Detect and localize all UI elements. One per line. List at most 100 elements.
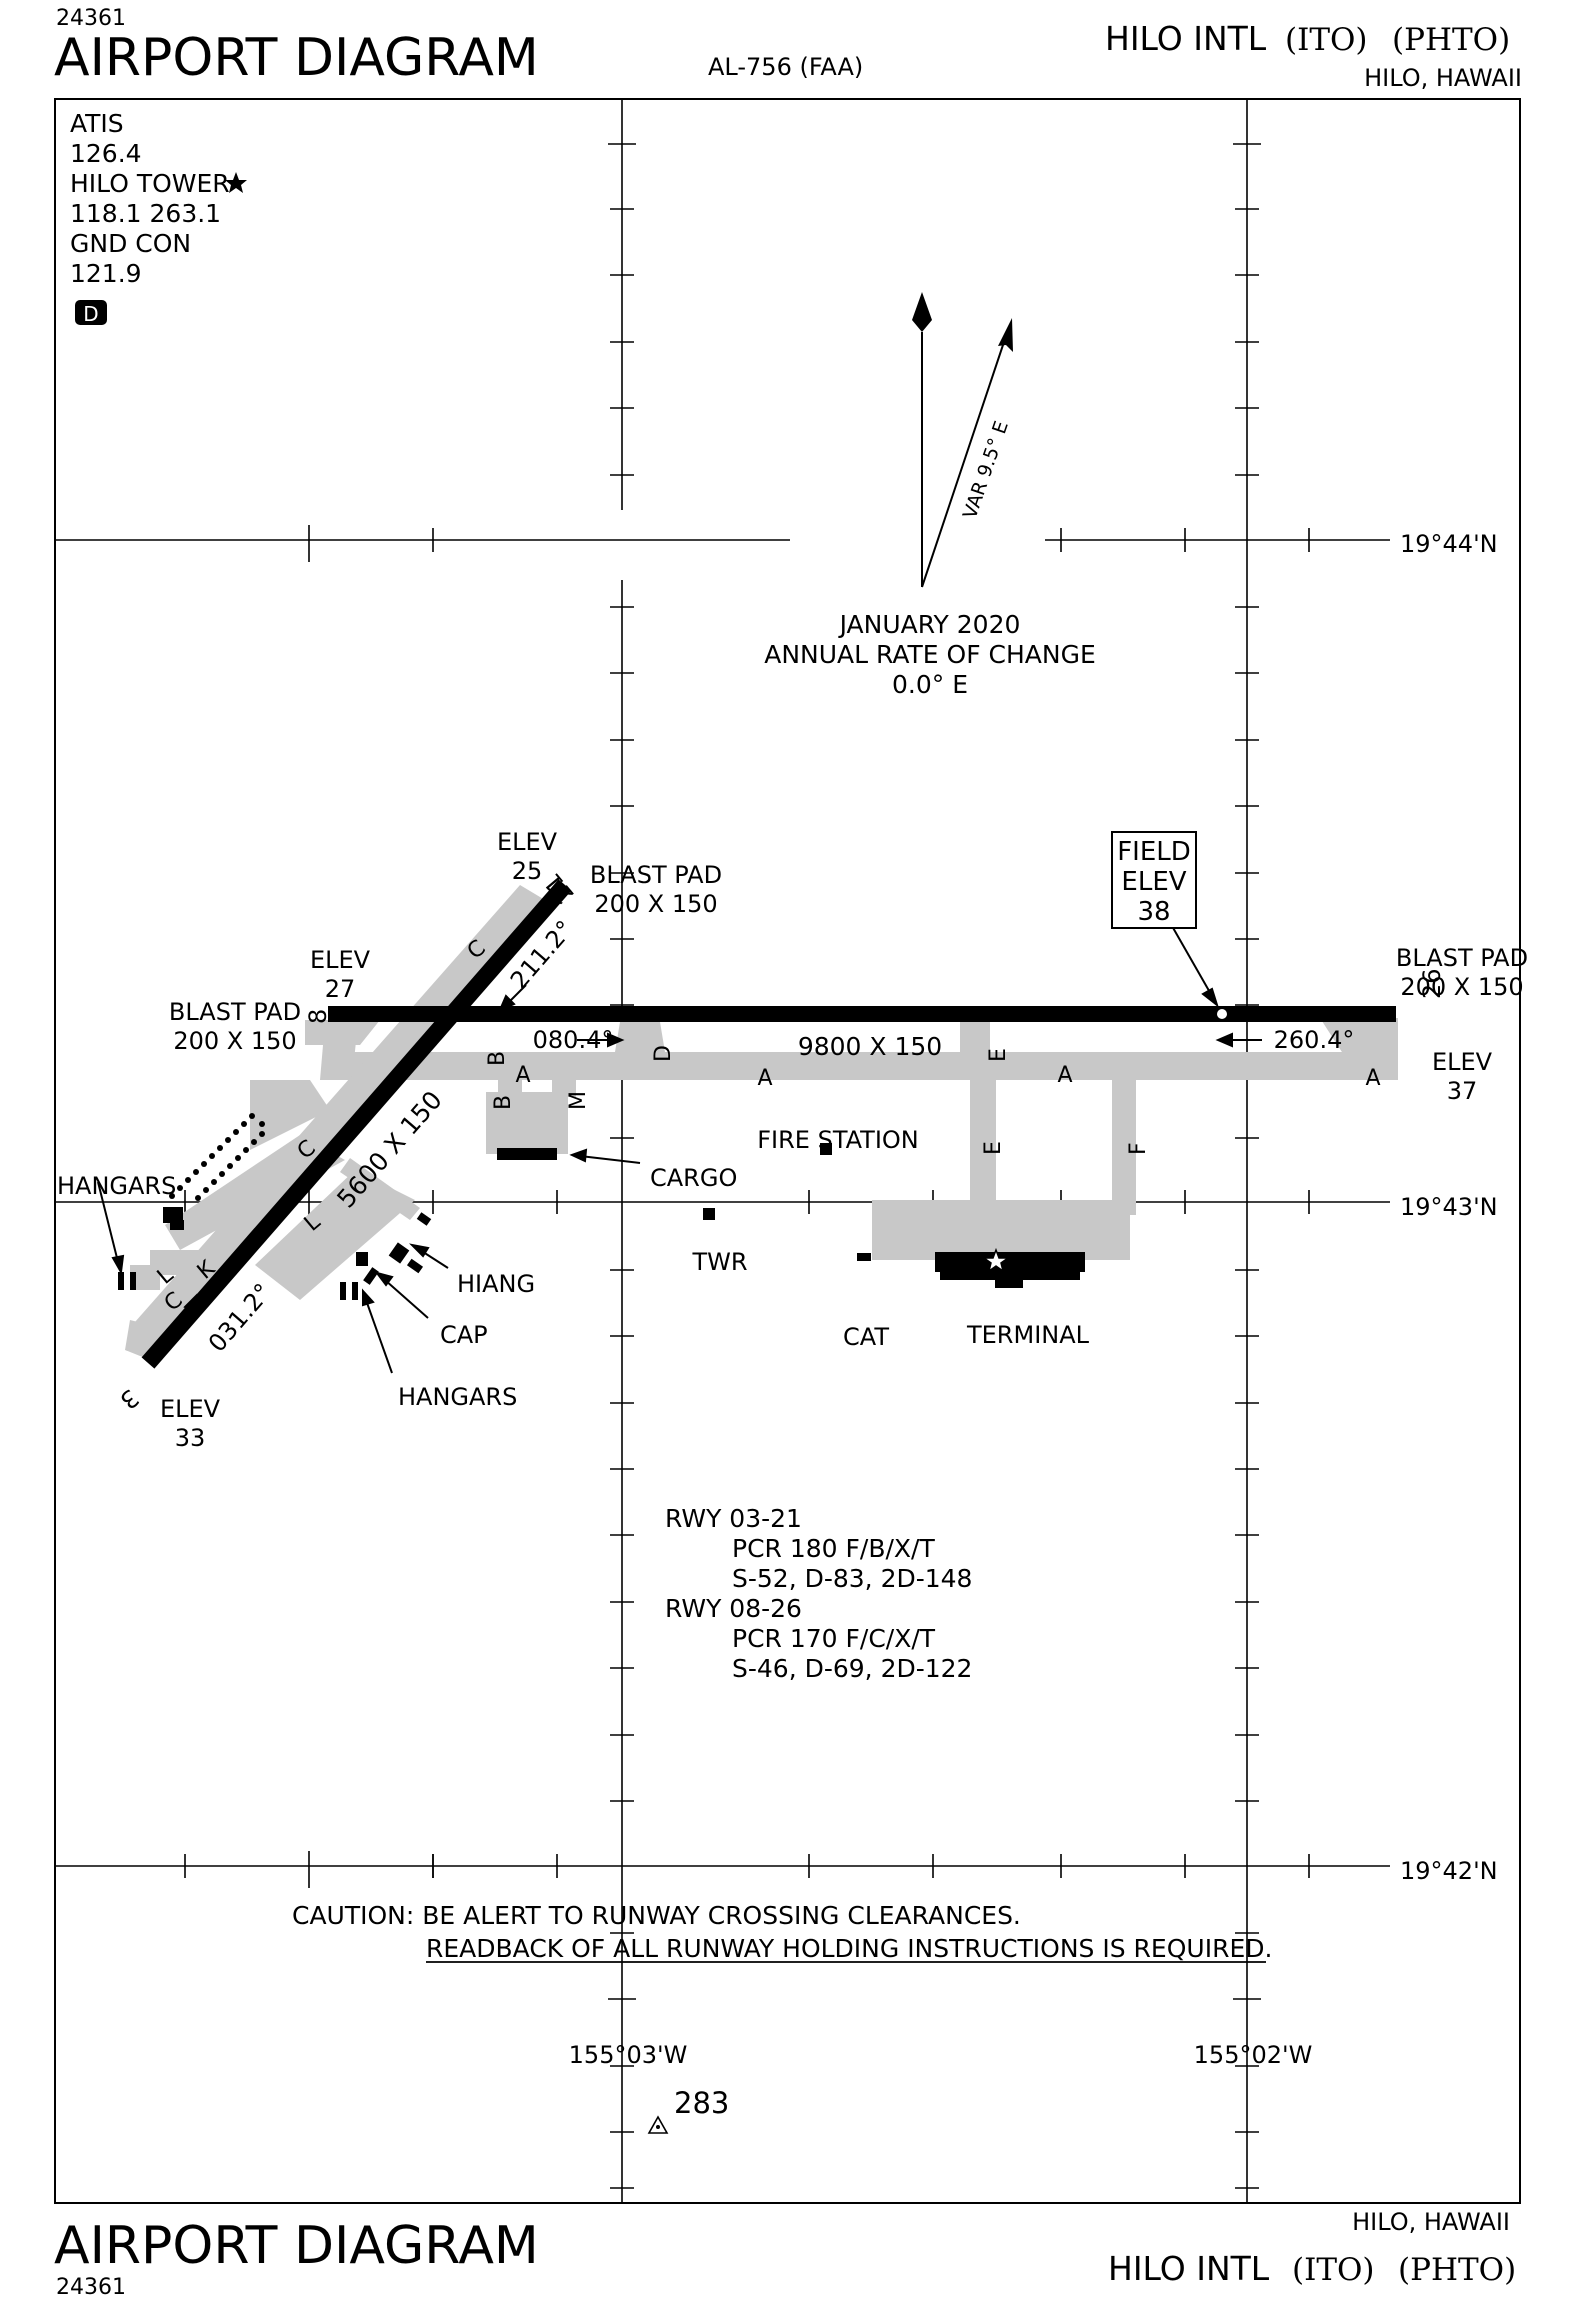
taxiway-label-b: B	[491, 1095, 516, 1110]
caution-line-2: READBACK OF ALL RUNWAY HOLDING INSTRUCTI…	[426, 1934, 1272, 1963]
elev25-label: ELEV	[497, 828, 558, 856]
d-badge-label: D	[83, 302, 98, 326]
lon-03-label: 155°03'W	[569, 2041, 688, 2069]
buildings	[118, 1143, 1085, 1300]
terminal-apron	[872, 1200, 1130, 1260]
header-airport-name: HILO INTL	[1105, 19, 1267, 58]
hangars-bottom-label: HANGARS	[398, 1383, 517, 1411]
elev37-value: 37	[1447, 1077, 1478, 1105]
elev37-label: ELEV	[1432, 1048, 1493, 1076]
lat-44-label: 19°44'N	[1400, 530, 1498, 558]
rate-line-1: JANUARY 2020	[838, 610, 1021, 639]
magnetic-north-arrow-icon	[998, 318, 1013, 352]
tower-freq: 118.1 263.1	[70, 199, 221, 228]
elev33-label: ELEV	[160, 1395, 221, 1423]
footer-city: HILO, HAWAII	[1352, 2208, 1510, 2236]
rate-line-2: ANNUAL RATE OF CHANGE	[764, 640, 1096, 669]
blast-pad-21-label: BLAST PAD	[590, 861, 722, 889]
runway-03-21	[141, 879, 572, 1369]
blast-pad-26-label: BLAST PAD	[1396, 944, 1528, 972]
pcr-rwy2-value: PCR 170 F/C/X/T	[732, 1624, 936, 1653]
taxiway-c	[135, 885, 545, 1340]
header-faa-id: (ITO)	[1285, 22, 1368, 58]
pavement	[125, 885, 1398, 1360]
blast-pad-21-dims: 200 X 150	[594, 890, 717, 918]
rwy-08-number: 8	[304, 1009, 332, 1024]
footer-airport-name: HILO INTL	[1108, 2249, 1270, 2288]
leader-lines	[97, 925, 1262, 1374]
hangar-apron-cap	[255, 1170, 415, 1300]
hdg-260: 260.4°	[1274, 1026, 1355, 1054]
rate-line-3: 0.0° E	[892, 670, 968, 699]
terminal-label: TERMINAL	[966, 1321, 1090, 1349]
dotted-area	[169, 1113, 265, 1201]
elev27-label: ELEV	[310, 946, 371, 974]
lat-43-label: 19°43'N	[1400, 1193, 1498, 1221]
gnd-freq: 121.9	[70, 259, 142, 288]
tower-label: HILO TOWER	[70, 169, 230, 198]
fire-station-building	[820, 1143, 832, 1155]
obstacle-icon	[647, 2115, 669, 2134]
header-chart-number: 24361	[56, 6, 126, 31]
taxiway-label-d: D	[651, 1045, 676, 1062]
pcr-rwy1: RWY 03-21	[665, 1504, 802, 1533]
hdg-080: 080.4°	[533, 1026, 614, 1054]
terminal-star-icon	[981, 1247, 1011, 1273]
pcr-rwy1-weights: S-52, D-83, 2D-148	[732, 1564, 972, 1593]
rwy-26-number: 26	[1418, 968, 1446, 999]
twr-label: TWR	[691, 1248, 747, 1276]
lat-42-label: 19°42'N	[1400, 1857, 1498, 1885]
cat-label: CAT	[843, 1323, 889, 1351]
taxiway-label-b-2: B	[485, 1051, 510, 1066]
header-icao-id: (PHTO)	[1392, 22, 1510, 58]
taxiway-e	[970, 1065, 996, 1215]
taxiway-label-a-4: A	[1365, 1066, 1380, 1091]
footer-chart-number: 24361	[56, 2275, 126, 2300]
footer-icao-id: (PHTO)	[1398, 2252, 1516, 2288]
field-elev-line3: 38	[1137, 897, 1170, 927]
cargo-apron	[486, 1092, 568, 1154]
taxiway-label-f: F	[1126, 1142, 1151, 1155]
pcr-rwy2-weights: S-46, D-69, 2D-122	[732, 1654, 972, 1683]
mag-var-label: VAR 9.5° E	[959, 418, 1013, 521]
star-icon	[225, 172, 247, 193]
taxiway-label-m: M	[566, 1091, 591, 1110]
procedure-id: AL-756 (FAA)	[708, 53, 863, 81]
lat-lon-grid	[55, 99, 1390, 2203]
rwy-03-number: 3	[114, 1383, 144, 1414]
taxiway-label-e-1: E	[986, 1048, 1011, 1062]
cargo-building	[497, 1148, 557, 1160]
field-elev-line1: FIELD	[1117, 837, 1191, 867]
caution-line-1: CAUTION: BE ALERT TO RUNWAY CROSSING CLE…	[292, 1901, 1021, 1930]
cap-label: CAP	[440, 1321, 488, 1349]
cat-building	[857, 1253, 871, 1261]
taxiway-label-a-3: A	[1057, 1063, 1072, 1088]
blast-pad-26-dims: 200 X 150	[1400, 973, 1523, 1001]
elev25-value: 25	[512, 857, 543, 885]
pcr-rwy1-value: PCR 180 F/B/X/T	[732, 1534, 935, 1563]
obstacle-elev: 283	[674, 2086, 729, 2120]
north-arrow: VAR 9.5° E	[912, 292, 1013, 588]
blast-pad-08-label: BLAST PAD	[169, 998, 301, 1026]
hiang-label: HIANG	[457, 1270, 535, 1298]
rwy-0826-dims: 9800 X 150	[798, 1032, 942, 1061]
pcr-block: RWY 03-21 PCR 180 F/B/X/T S-52, D-83, 2D…	[665, 1504, 972, 1683]
header-title: AIRPORT DIAGRAM	[54, 28, 539, 88]
elev33-value: 33	[175, 1424, 206, 1452]
d-badge-icon	[75, 300, 107, 325]
pcr-rwy2: RWY 08-26	[665, 1594, 802, 1623]
taxiway-f	[1112, 1065, 1136, 1215]
true-north-arrow-icon	[912, 292, 932, 332]
hangars-left-label: HANGARS	[57, 1172, 176, 1200]
elev27-value: 27	[325, 975, 356, 1003]
field-elev-line2: ELEV	[1121, 867, 1186, 897]
footer-faa-id: (ITO)	[1292, 2252, 1375, 2288]
blast-pad-08-dims: 200 X 150	[173, 1027, 296, 1055]
gnd-label: GND CON	[70, 229, 191, 258]
footer-title: AIRPORT DIAGRAM	[54, 2216, 539, 2276]
atis-label: ATIS	[70, 109, 124, 138]
terminal-building	[935, 1252, 1085, 1272]
runway-08-26	[328, 1006, 1396, 1022]
field-elev-point-icon	[1217, 1009, 1227, 1019]
atis-freq: 126.4	[70, 139, 142, 168]
